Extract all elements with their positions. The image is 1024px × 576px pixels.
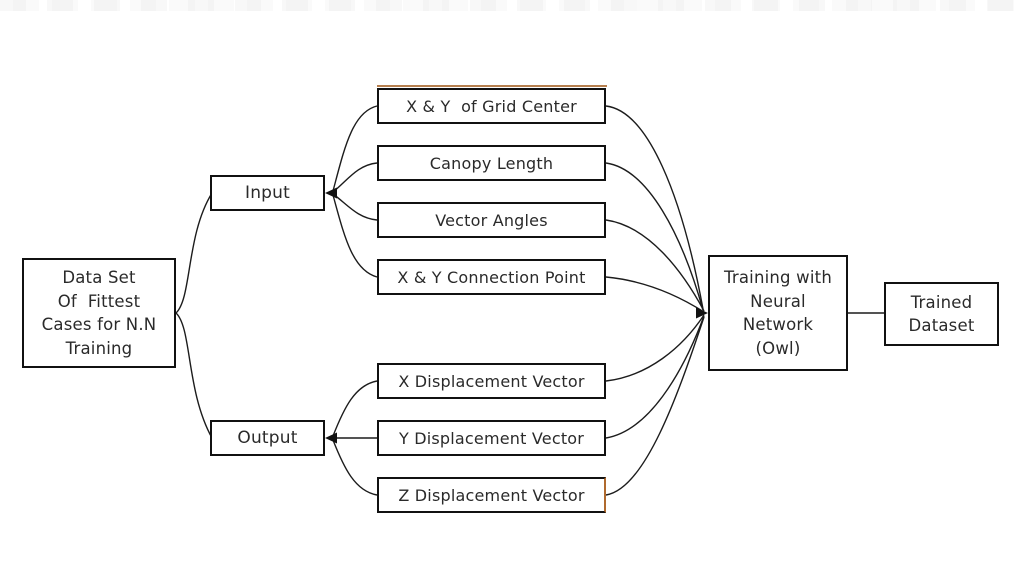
edge-output-x-disp bbox=[332, 380, 378, 437]
edge-z-disp-training bbox=[605, 316, 705, 496]
node-input-label: Input bbox=[244, 183, 291, 203]
node-connection-point-label: X & Y Connection Point bbox=[397, 267, 586, 287]
node-z-displacement: Z Displacement Vector bbox=[377, 477, 606, 513]
node-vector-angles-label: Vector Angles bbox=[435, 210, 548, 230]
edge-y-disp-training bbox=[605, 315, 705, 439]
node-canopy-length-label: Canopy Length bbox=[429, 153, 554, 173]
node-x-displacement: X Displacement Vector bbox=[377, 363, 606, 399]
edge-input-grid-center bbox=[332, 105, 378, 192]
arrowhead-into-output bbox=[325, 432, 337, 444]
node-training-line4: (Owl) bbox=[755, 338, 801, 358]
node-training-line2: Neural bbox=[750, 291, 806, 311]
arrowhead-into-input bbox=[325, 187, 337, 199]
node-training-line3: Network bbox=[742, 315, 814, 334]
node-vector-angles: Vector Angles bbox=[377, 202, 606, 238]
node-training-line1: Training with bbox=[724, 268, 832, 287]
node-output: Output bbox=[210, 420, 325, 456]
node-output-label: Output bbox=[237, 428, 298, 448]
arrowhead-into-training bbox=[696, 307, 708, 319]
node-trained-dataset-line1: Trained bbox=[910, 292, 973, 312]
node-input: Input bbox=[210, 175, 325, 211]
node-grid-center-label: X & Y of Grid Center bbox=[406, 96, 577, 116]
node-dataset: Data Set Of Fittest Cases for N.N Traini… bbox=[22, 258, 176, 368]
node-dataset-line3: Cases for N.N bbox=[41, 315, 157, 334]
node-trained-dataset: Trained Dataset bbox=[884, 282, 999, 346]
edge-input-vector-angles bbox=[332, 193, 378, 221]
edge-vector-angles-training bbox=[605, 219, 705, 312]
node-canopy-length: Canopy Length bbox=[377, 145, 606, 181]
node-y-displacement: Y Displacement Vector bbox=[377, 420, 606, 456]
node-training: Training with Neural Network (Owl) bbox=[708, 255, 848, 371]
node-dataset-line1: Data Set bbox=[62, 268, 136, 287]
node-z-displacement-label: Z Displacement Vector bbox=[398, 485, 585, 505]
node-y-displacement-label: Y Displacement Vector bbox=[398, 428, 585, 448]
edge-input-connection-point bbox=[332, 194, 378, 278]
edge-dataset-input bbox=[175, 192, 213, 314]
edge-x-disp-training bbox=[605, 314, 705, 382]
edge-grid-center-training bbox=[605, 105, 704, 310]
edge-canopy-training bbox=[605, 162, 704, 311]
node-x-displacement-label: X Displacement Vector bbox=[398, 371, 585, 391]
node-dataset-line2: Of Fittest bbox=[57, 291, 141, 311]
node-grid-center: X & Y of Grid Center bbox=[376, 85, 607, 124]
edge-connection-point-training bbox=[605, 276, 705, 313]
edge-output-z-disp bbox=[332, 439, 378, 496]
node-trained-dataset-line2: Dataset bbox=[908, 316, 975, 335]
node-connection-point: X & Y Connection Point bbox=[377, 259, 606, 295]
node-dataset-line4: Training bbox=[65, 338, 133, 358]
edge-dataset-output bbox=[175, 312, 213, 439]
